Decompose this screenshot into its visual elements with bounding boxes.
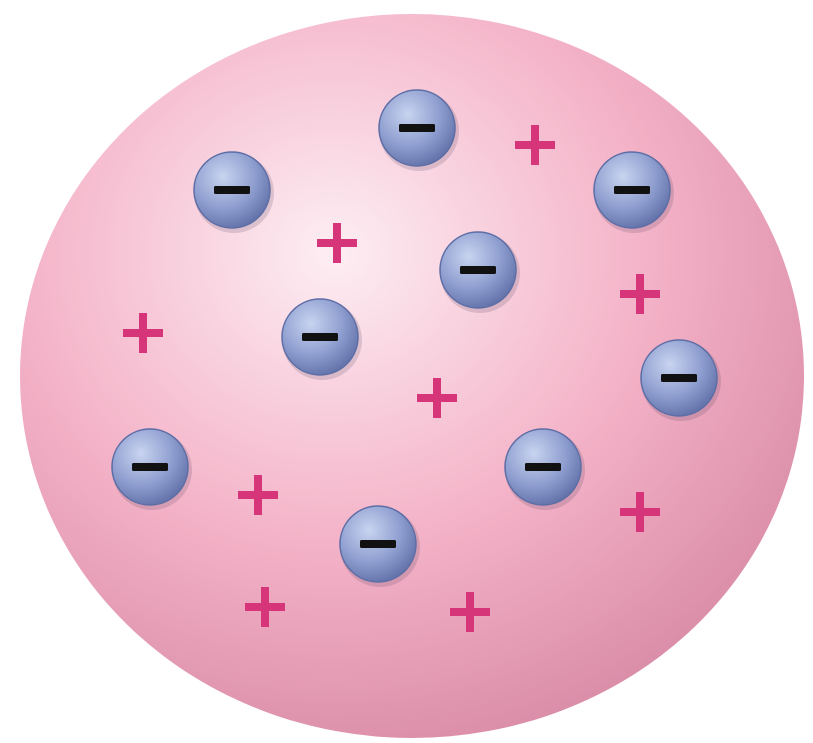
minus-sign (525, 463, 561, 471)
minus-sign (302, 333, 338, 341)
minus-sign (214, 186, 250, 194)
minus-sign (399, 124, 435, 132)
minus-sign (360, 540, 396, 548)
minus-sign (661, 374, 697, 382)
minus-sign (132, 463, 168, 471)
minus-sign (460, 266, 496, 274)
minus-sign (614, 186, 650, 194)
